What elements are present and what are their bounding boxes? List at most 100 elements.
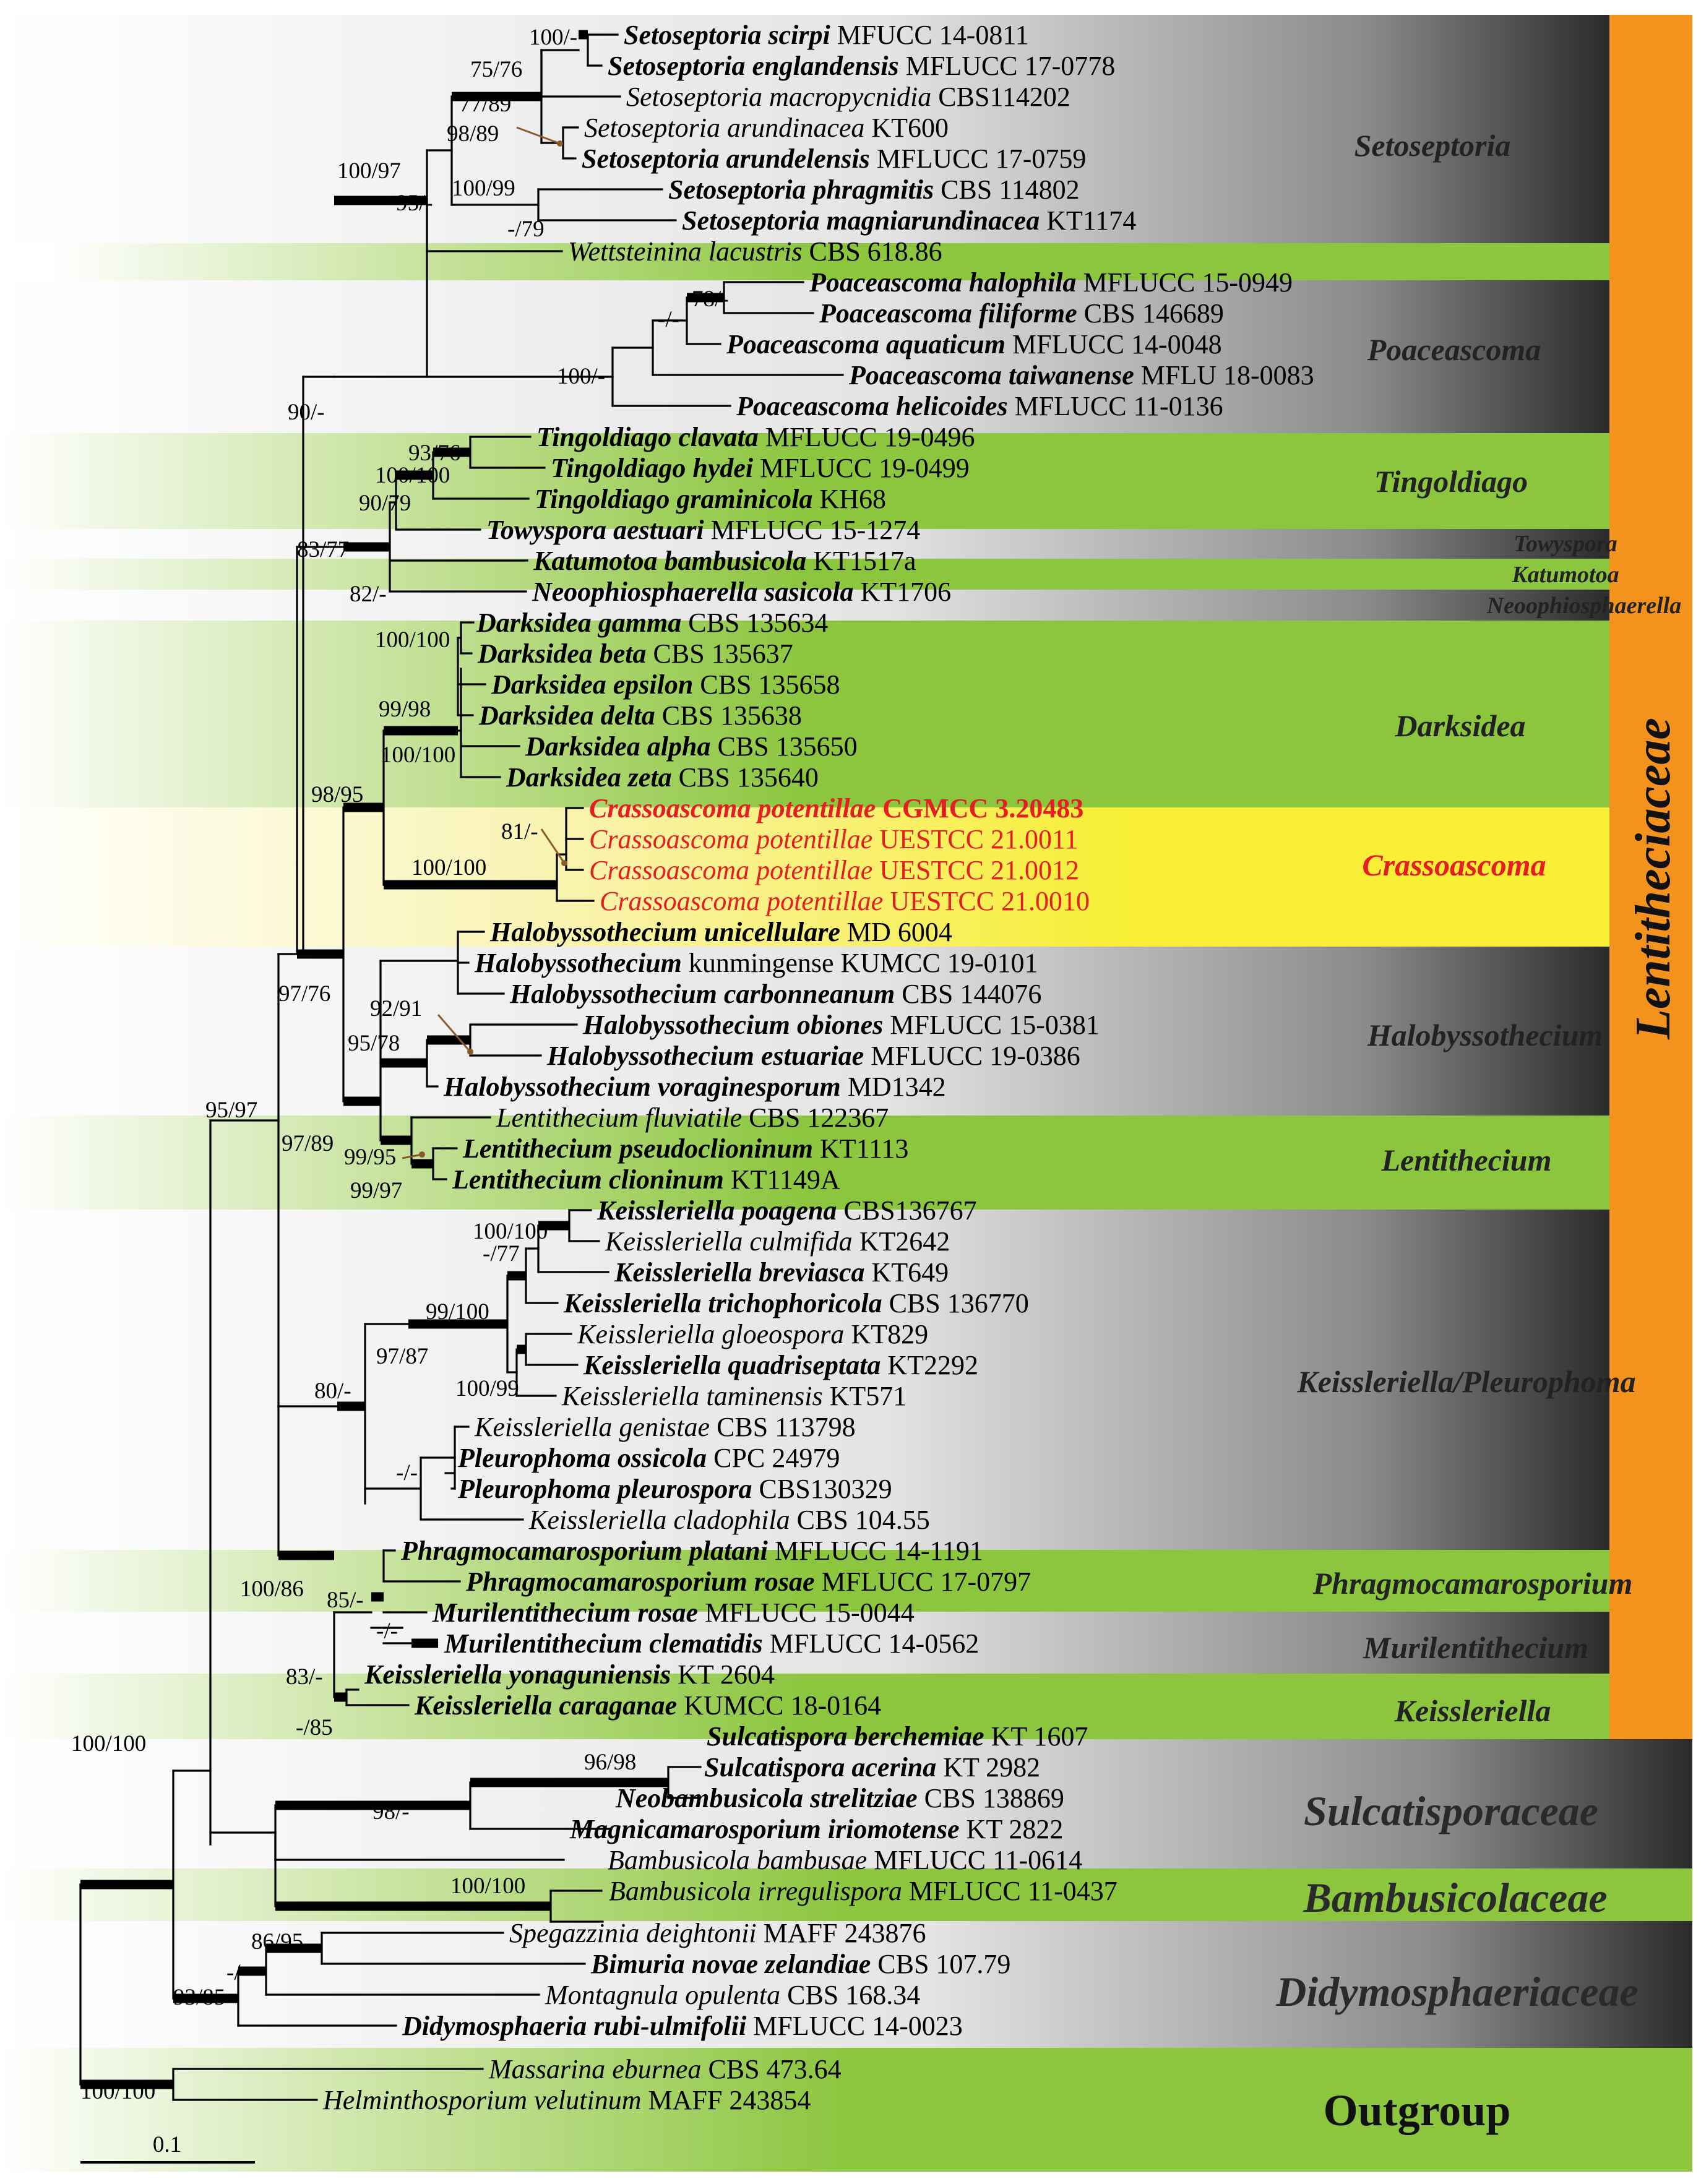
clade-band — [0, 529, 1609, 559]
support-value: -/- — [658, 307, 679, 332]
taxon-strain: CPC 24979 — [707, 1443, 840, 1473]
taxon-name: Halobyssothecium carbonneanum — [509, 979, 895, 1009]
support-value: 100/100 — [375, 463, 450, 488]
support-value: -/- — [396, 1460, 418, 1485]
taxon-strain: CBS130329 — [752, 1474, 892, 1504]
support-value: 83/77 — [297, 537, 349, 562]
support-value: 98/- — [372, 1799, 410, 1825]
taxon-label: Poaceascoma filiforme CBS 146689 — [819, 298, 1224, 329]
taxon-label: Keissleriella genistae CBS 113798 — [474, 1412, 856, 1442]
support-value: 98/89 — [447, 121, 499, 147]
taxon-name: Lentithecium clioninum — [452, 1164, 724, 1195]
taxon-name: Lentithecium pseudoclioninum — [462, 1133, 813, 1164]
taxon-name: Crassoascoma potentillae — [589, 793, 876, 823]
support-value: 96/98 — [584, 1750, 636, 1775]
support-value: 90/79 — [359, 491, 411, 516]
taxon-name: Darksidea epsilon — [491, 669, 693, 700]
taxon-name: Setoseptoria englandensis — [608, 51, 899, 81]
taxon-label: Keissleriella taminensis KT571 — [561, 1381, 906, 1411]
support-value: 98/95 — [311, 782, 363, 807]
taxon-strain: CBS 107.79 — [871, 1949, 1010, 1979]
taxon-name: Bambusicola irregulispora — [609, 1876, 902, 1906]
taxon-strain: CBS 122367 — [742, 1103, 889, 1133]
taxon-label: Crassoascoma potentillae UESTCC 21.0010 — [600, 886, 1090, 916]
clade-label-crassoascoma: Crassoascoma — [1362, 848, 1546, 882]
taxon-name: Halobyssothecium estuariae — [546, 1041, 864, 1071]
taxon-strain: MFLUCC 19-0386 — [864, 1041, 1080, 1071]
taxon-label: Helminthosporium velutinum MAFF 243854 — [322, 2085, 811, 2115]
taxon-strain: KT1149A — [724, 1164, 840, 1195]
clade-band — [0, 621, 1609, 807]
taxon-label: Lentithecium clioninum KT1149A — [452, 1164, 840, 1195]
taxon-strain: MFLUCC 11-0614 — [867, 1845, 1082, 1875]
taxon-label: Pleurophoma ossicola CPC 24979 — [457, 1443, 840, 1473]
taxon-name: Darksidea beta — [477, 638, 647, 669]
taxon-name: Wettsteinina lacustris — [568, 236, 803, 267]
taxon-name: Poaceascoma helicoides — [736, 391, 1008, 421]
taxon-strain: MFLUCC 14-1191 — [768, 1536, 983, 1566]
support-value: 93/85 — [173, 1985, 225, 2010]
support-value: 97/89 — [282, 1131, 334, 1156]
taxon-label: Halobyssothecium estuariae MFLUCC 19-038… — [546, 1041, 1080, 1071]
lentitheciaceae-label: Lentitheciaceae — [1626, 718, 1681, 1040]
taxon-label: Setoseptoria englandensis MFLUCC 17-0778 — [608, 51, 1115, 81]
taxon-name: Keissleriella culmifida — [605, 1226, 853, 1257]
taxon-name: Keissleriella yonaguniensis — [364, 1659, 671, 1690]
taxon-label: Spegazzinia deightonii MAFF 243876 — [509, 1918, 926, 1948]
clade-band — [0, 947, 1609, 1116]
taxon-label: Wettsteinina lacustris CBS 618.86 — [568, 236, 942, 267]
taxon-label: Keissleriella yonaguniensis KT 2604 — [364, 1659, 775, 1690]
support-value: 100/100 — [375, 627, 450, 653]
taxon-strain: MD 6004 — [840, 917, 952, 947]
taxon-strain: CBS 104.55 — [790, 1505, 930, 1535]
taxon-name: Keissleriella cladophila — [528, 1505, 790, 1535]
clade-band — [0, 280, 1609, 433]
taxon-label: Crassoascoma potentillae UESTCC 21.0011 — [589, 824, 1078, 854]
support-value: 100/99 — [455, 1376, 519, 1401]
taxon-strain: KT649 — [865, 1257, 949, 1288]
clade-band — [50, 243, 1609, 280]
taxon-label: Phragmocamarosporium platani MFLUCC 14-1… — [400, 1536, 983, 1566]
taxon-strain: KT 1607 — [984, 1721, 1088, 1752]
taxon-label: Darksidea delta CBS 135638 — [478, 700, 802, 731]
taxon-label: Setoseptoria macropycnidia CBS114202 — [626, 82, 1070, 112]
taxon-strain: MFLUCC 19-0496 — [759, 422, 975, 452]
taxon-label: Magnicamarosporium iriomotense KT 2822 — [569, 1814, 1063, 1844]
family-band-lentitheciaceae: Lentitheciaceae — [1609, 15, 1692, 1739]
support-value: 100/100 — [80, 2079, 155, 2104]
tree-branches — [79, 30, 844, 2101]
pointer-arrow-head — [467, 1049, 473, 1055]
taxon-strain: MFLUCC 15-0044 — [698, 1597, 915, 1628]
clade-band — [0, 1116, 1609, 1210]
taxon-strain: KT 2982 — [936, 1752, 1040, 1782]
taxon-label: Neobambusicola strelitziae CBS 138869 — [615, 1783, 1064, 1813]
taxon-name: Phragmocamarosporium platani — [400, 1536, 769, 1566]
taxon-label: Keissleriella cladophila CBS 104.55 — [528, 1505, 930, 1535]
taxon-strain: MFLUCC 14-0048 — [1006, 329, 1222, 359]
scale-bar-label: 0.1 — [153, 2132, 181, 2157]
support-value: 100/97 — [337, 158, 401, 184]
taxon-label: Keissleriella trichophoricola CBS 136770 — [563, 1288, 1029, 1318]
taxon-label: Halobyssothecium obiones MFLUCC 15-0381 — [582, 1010, 1100, 1040]
support-value: 92/91 — [370, 996, 422, 1021]
taxon-name: Poaceascoma filiforme — [819, 298, 1077, 329]
taxon-name: Tingoldiago clavata — [536, 422, 759, 452]
taxon-label: Phragmocamarosporium rosae MFLUCC 17-079… — [465, 1567, 1031, 1597]
taxon-strain: MFLUCC 17-0759 — [870, 144, 1087, 174]
taxon-strain: CBS 113798 — [710, 1412, 856, 1442]
taxon-label: Lentithecium fluviatile CBS 122367 — [496, 1103, 889, 1133]
taxon-strain: MFLUCC 14-0023 — [746, 2011, 963, 2041]
taxon-name: Towyspora aestuari — [486, 515, 704, 545]
support-value: 99/97 — [350, 1178, 402, 1203]
clade-label-bambusicolaceae: Bambusicolaceae — [1303, 1874, 1607, 1921]
taxon-name: Keissleriella poagena — [596, 1195, 837, 1226]
clade-label-sulcatisporaceae: Sulcatisporaceae — [1304, 1787, 1598, 1834]
taxon-strain: KT829 — [844, 1319, 928, 1349]
taxon-label: Sulcatispora berchemiae KT 1607 — [707, 1721, 1088, 1752]
clade-labels: SetoseptoriaPoaceascomaTingoldiagoTowysp… — [1275, 128, 1681, 2135]
taxon-label: Halobyssothecium kunmingense KUMCC 19-01… — [474, 948, 1038, 978]
taxon-strain: KT2292 — [881, 1350, 978, 1380]
taxon-strain: CBS 135640 — [672, 762, 819, 793]
taxon-strain: KT600 — [864, 113, 949, 143]
clade-band — [0, 590, 1609, 621]
